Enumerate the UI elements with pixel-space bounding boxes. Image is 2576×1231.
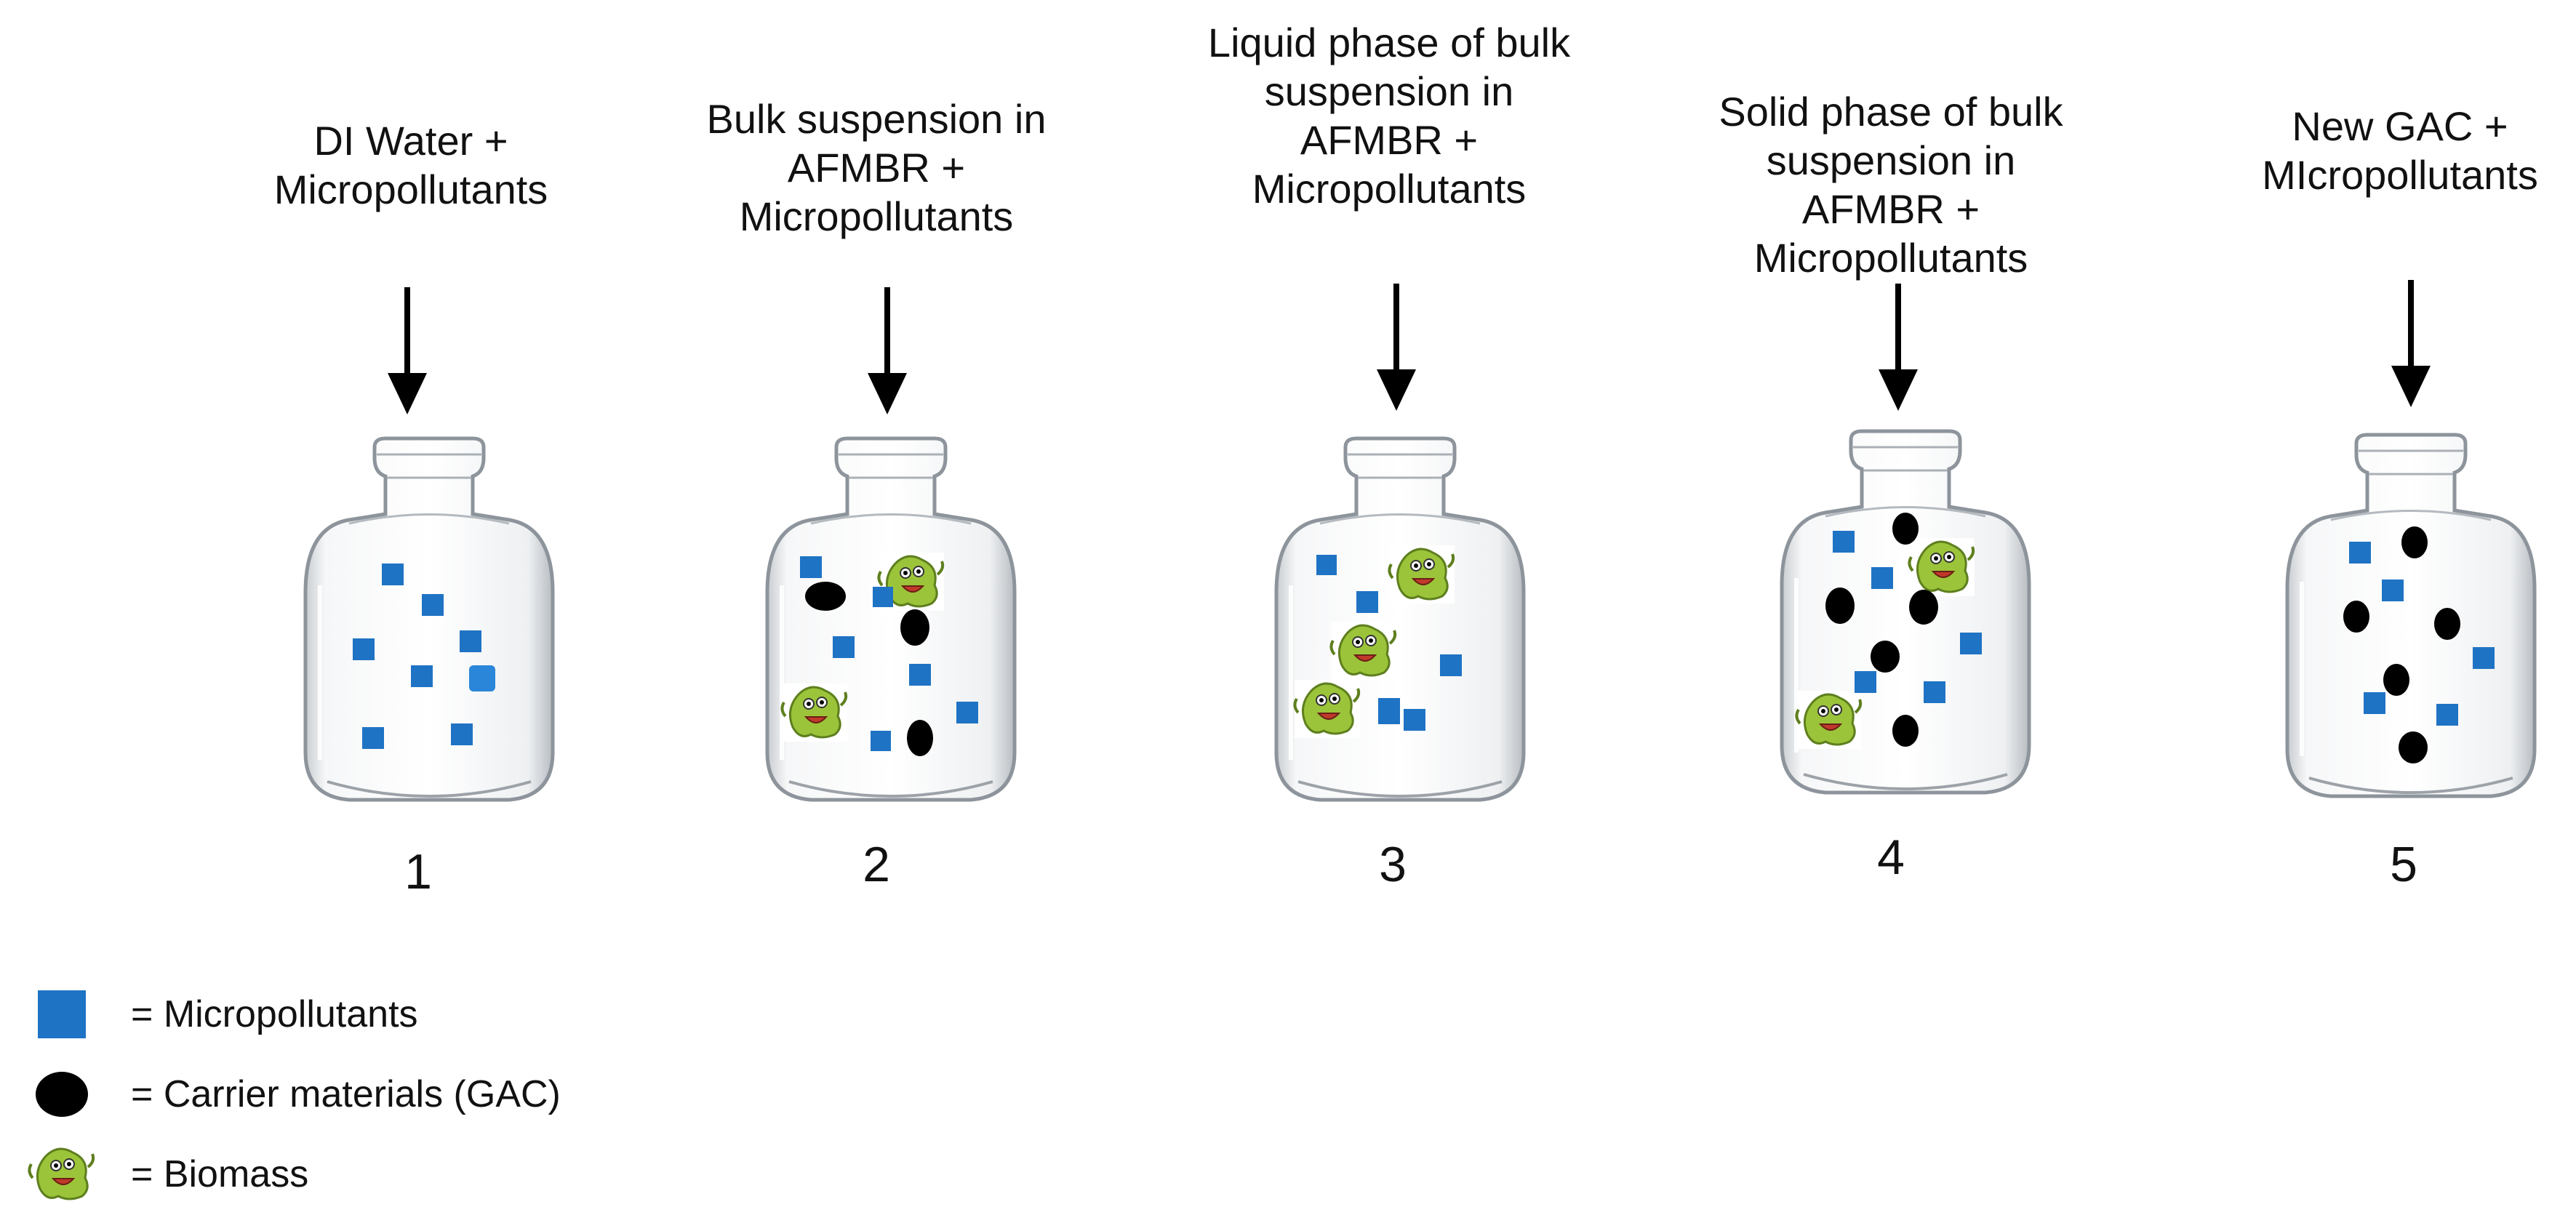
flask-2-label: Bulk suspension in AFMBR + Micropollutan… xyxy=(651,95,1102,241)
flask-4-label: Solid phase of bulk suspension in AFMBR … xyxy=(1665,87,2116,282)
micropollutant-square xyxy=(1855,671,1876,693)
biomass-icon xyxy=(22,1144,102,1205)
carrier-granule xyxy=(2383,664,2409,696)
legend-text: = Carrier materials (GAC) xyxy=(131,1073,561,1115)
flask-4-number: 4 xyxy=(1877,830,1905,885)
flask-4 xyxy=(1775,425,2036,800)
flask-1 xyxy=(298,433,560,807)
flask-3-number: 3 xyxy=(1379,837,1407,892)
flask-2-label-line: Bulk suspension in xyxy=(706,96,1047,142)
micropollutant-square xyxy=(1960,633,1982,654)
micropollutant-square xyxy=(956,702,978,723)
micropollutant-square xyxy=(2349,542,2371,564)
micropollutant-square xyxy=(873,587,893,607)
micropollutant-square xyxy=(2364,692,2385,714)
flask-3-arrow-icon xyxy=(1377,284,1416,411)
micropollutant-square xyxy=(382,564,404,585)
biomass-icon xyxy=(1293,678,1361,739)
micropollutant-square xyxy=(451,723,473,745)
legend-text: = Biomass xyxy=(131,1153,309,1195)
flask-1-number: 1 xyxy=(404,844,432,899)
flask-5-arrow-icon xyxy=(2391,280,2431,407)
biomass-icon xyxy=(1908,537,1976,598)
flask-2-number: 2 xyxy=(863,837,890,892)
biomass-icon xyxy=(1795,689,1863,750)
micropollutant-square xyxy=(1316,555,1337,575)
micropollutant-square xyxy=(1404,709,1425,731)
flask-2-arrow-icon xyxy=(868,287,907,414)
flask-3-label-line: Liquid phase of bulk xyxy=(1207,20,1571,65)
carrier-granule xyxy=(1892,715,1919,747)
carrier-granule xyxy=(2401,526,2428,558)
biomass-icon xyxy=(1388,544,1456,605)
micropollutant-square xyxy=(1924,681,1945,703)
micropollutant-square xyxy=(422,594,444,616)
micropollutant-square-icon xyxy=(22,985,102,1043)
micropollutant-square xyxy=(411,665,433,687)
flask-3 xyxy=(1269,433,1531,807)
micropollutant-square xyxy=(800,556,822,578)
flask-5-number: 5 xyxy=(2390,837,2417,892)
carrier-granule xyxy=(1825,588,1855,624)
micropollutant-square xyxy=(833,636,855,658)
carrier-granule xyxy=(900,609,929,646)
flask-4-label-line: Solid phase of bulk xyxy=(1719,89,2063,135)
flask-3-label: Liquid phase of bulk suspension in AFMBR… xyxy=(1149,18,1629,213)
flask-2 xyxy=(760,433,1022,807)
flask-3-label-line: suspension in xyxy=(1264,68,1514,114)
flask-5-label-line: New GAC + xyxy=(2292,103,2508,149)
carrier-granule xyxy=(2434,608,2460,640)
carrier-circle-icon xyxy=(22,1065,102,1123)
flask-2-label-line: AFMBR + xyxy=(787,145,966,191)
micropollutant-square xyxy=(1356,591,1378,613)
legend-biomass: = Biomass xyxy=(22,1138,308,1211)
micropollutant-square xyxy=(2473,647,2495,669)
biomass-icon xyxy=(1329,620,1398,681)
micropollutant-square xyxy=(1833,531,1855,553)
carrier-granule xyxy=(1909,590,1938,625)
micropollutant-square xyxy=(1440,654,1462,676)
flask-4-label-line: Micropollutants xyxy=(1753,235,2028,281)
biomass-icon xyxy=(780,682,849,743)
micropollutant-square xyxy=(2382,580,2404,601)
micropollutant-square xyxy=(460,630,481,652)
legend-carrier: = Carrier materials (GAC) xyxy=(22,1058,561,1131)
carrier-granule xyxy=(907,720,933,756)
flask-3-label-line: AFMBR + xyxy=(1300,117,1479,163)
carrier-granule xyxy=(805,582,846,611)
flask-1-label-line: DI Water + xyxy=(313,118,508,164)
micropollutant-square xyxy=(1871,567,1893,589)
micropollutant-square xyxy=(362,727,384,749)
carrier-granule xyxy=(2343,601,2369,633)
legend-micropollutants: = Micropollutants xyxy=(22,978,418,1051)
flask-1-label: DI Water + Micropollutants xyxy=(258,116,564,214)
flask-4-arrow-icon xyxy=(1879,284,1918,411)
carrier-granule xyxy=(2399,731,2428,763)
flask-1-arrow-icon xyxy=(388,287,427,414)
flask-5 xyxy=(2280,429,2542,803)
flask-3-label-line: Micropollutants xyxy=(1252,166,1527,212)
micropollutant-square xyxy=(909,664,931,686)
carrier-granule xyxy=(1892,513,1919,545)
flask-1-label-line: Micropollutants xyxy=(273,167,548,212)
micropollutant-square xyxy=(1378,698,1400,724)
carrier-granule xyxy=(1871,641,1900,673)
micropollutant-square xyxy=(353,638,375,660)
micropollutant-square xyxy=(871,731,891,751)
micropollutant-square xyxy=(2436,704,2458,726)
flask-4-label-line: suspension in xyxy=(1766,137,2016,183)
flask-5-label-line: MIcropollutants xyxy=(2262,152,2538,198)
flask-5-label: New GAC + MIcropollutants xyxy=(2233,102,2567,199)
legend-text: = Micropollutants xyxy=(131,993,418,1035)
flask-4-label-line: AFMBR + xyxy=(1801,186,1980,232)
flask-2-label-line: Micropollutants xyxy=(739,193,1014,239)
micropollutant-square xyxy=(469,665,495,691)
